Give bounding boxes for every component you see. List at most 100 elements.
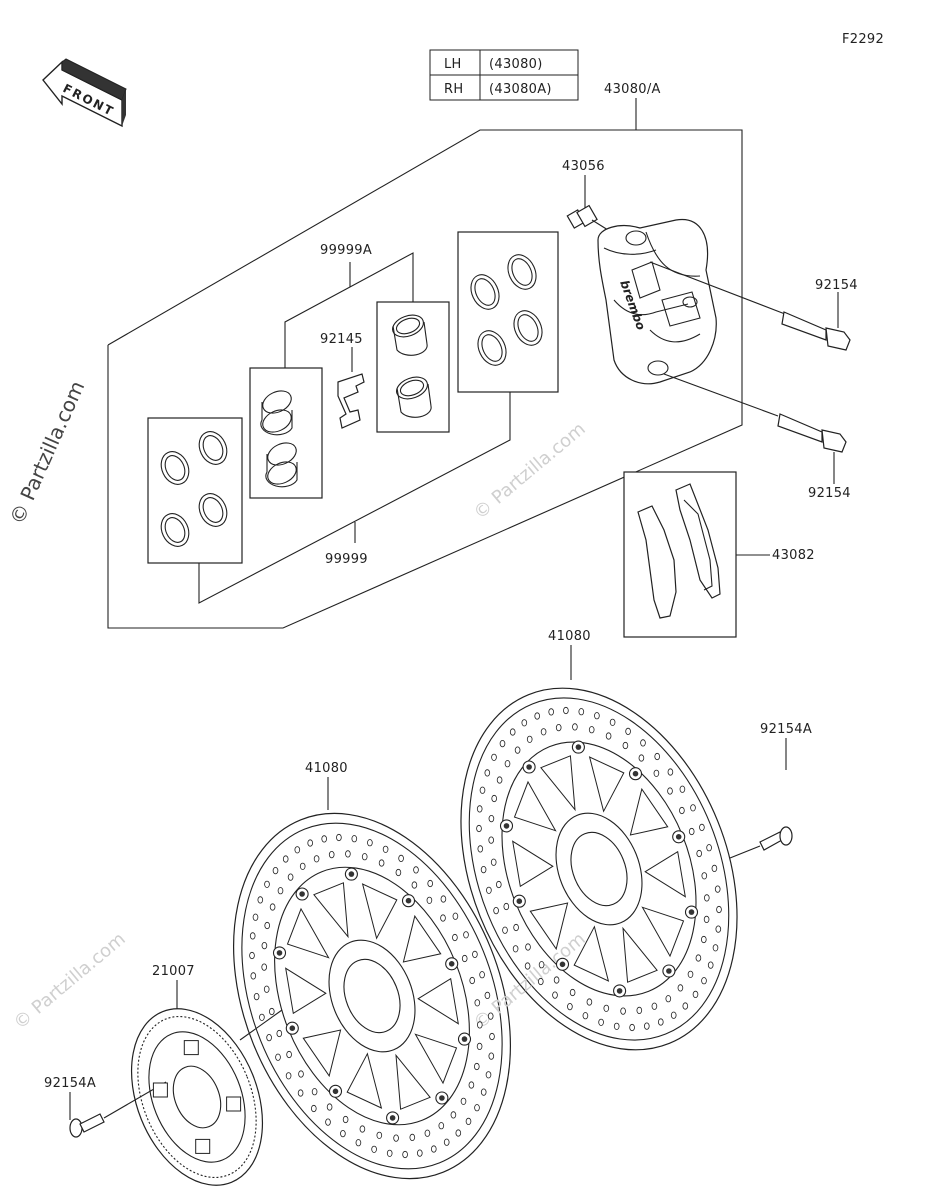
disc-right-hole xyxy=(701,977,707,985)
label-bolt-upper: 92154 xyxy=(815,278,858,293)
disc-right-hole xyxy=(555,723,562,732)
disc-left-hole xyxy=(452,933,458,942)
disc-left-hole xyxy=(264,880,270,888)
seal-rings-box-left xyxy=(147,417,243,564)
seal-rings-box-right xyxy=(457,231,559,393)
disc-left-hole xyxy=(474,999,481,1007)
disc-right-hole xyxy=(572,723,578,731)
disc-left-hole xyxy=(275,1053,281,1061)
disc-right-hole xyxy=(552,991,558,999)
disc-right-hole xyxy=(488,814,495,823)
disc-left-button-center xyxy=(405,897,412,904)
disc-left-hole xyxy=(440,914,446,922)
label-disc-left: 41080 xyxy=(305,761,348,776)
disc-left-hole xyxy=(277,887,284,895)
disc-left-hole xyxy=(264,921,271,930)
disc-left-hole xyxy=(336,833,342,842)
disc-left-hole xyxy=(472,950,478,959)
disc-left-hole xyxy=(276,1029,283,1038)
disc-left-hole xyxy=(371,1145,377,1153)
disc-right-hole xyxy=(476,805,483,813)
disc-right-hole xyxy=(688,827,695,836)
pad-spring: 92145 xyxy=(320,332,365,429)
seal-kit-a-bracket: 99999A xyxy=(284,243,414,368)
disc-left-hole xyxy=(253,992,260,1001)
disc-left-button-center xyxy=(299,891,305,897)
disc-right-hole xyxy=(651,1002,658,1010)
disc-right-hole xyxy=(712,944,719,952)
disc-left-hole xyxy=(378,859,385,867)
sensor-rotor-slot xyxy=(183,1040,199,1056)
pistons-box xyxy=(249,367,323,499)
disc-right-hole xyxy=(578,708,585,716)
disc-left-spoke xyxy=(395,1053,431,1110)
disc-left-hole xyxy=(409,1133,416,1142)
side-table-rh: RH xyxy=(444,82,463,97)
disc-right-hole xyxy=(537,977,544,986)
disc-right-spoke xyxy=(513,780,557,832)
disc-right-hole xyxy=(695,954,702,962)
disc-right-hole xyxy=(502,926,508,934)
disc-right-hole xyxy=(563,706,569,715)
disc-right-hole xyxy=(696,849,702,858)
disc-left-hole xyxy=(282,855,289,863)
disc-right-hole xyxy=(706,844,712,852)
disc-left-button-center xyxy=(332,1088,339,1095)
disc-right-button-center xyxy=(516,898,523,904)
disc-left-hole xyxy=(386,1149,393,1157)
disc-left-spoke xyxy=(302,1029,342,1078)
disc-right-hole xyxy=(605,732,612,740)
disc-right-hole xyxy=(526,735,533,743)
disc-left-spoke xyxy=(285,967,327,1015)
disc-right-hole xyxy=(594,712,600,720)
disc-left-hole xyxy=(487,1012,494,1020)
disc-right-hole xyxy=(682,1002,689,1010)
disc-right-hole xyxy=(640,739,646,747)
disc-right-hole xyxy=(638,754,645,762)
disc-right-hole xyxy=(609,718,616,726)
disc-left-hole xyxy=(285,1072,292,1080)
label-disc-right: 41080 xyxy=(548,629,591,644)
disc-left-hole xyxy=(413,866,419,874)
label-disc-bolt-left: 92154A xyxy=(44,1076,96,1091)
disc-right-hole xyxy=(513,923,519,932)
disc-right-hole xyxy=(524,962,531,970)
caliper-assembly-outline: 43080/A xyxy=(107,82,743,629)
disc-right-spoke xyxy=(529,902,569,951)
disc-left-hole xyxy=(328,850,335,859)
sensor-rotor-slot xyxy=(195,1138,211,1154)
watermark-faint-left: © Partzilla.com xyxy=(10,928,130,1033)
disc-right-hole xyxy=(703,894,710,902)
disc-right-spoke xyxy=(512,840,554,888)
disc-right-hole xyxy=(711,864,718,873)
disc-left-hole xyxy=(393,1134,399,1142)
disc-left-hole xyxy=(476,1021,483,1029)
disc-right-hole xyxy=(540,728,547,736)
disc-left-hole xyxy=(424,1129,431,1137)
side-table: LH (43080) RH (43080A) xyxy=(429,49,579,101)
side-table-lh: LH xyxy=(444,57,462,72)
sensor-rotor-slot xyxy=(226,1096,242,1112)
bolt-lower: 92154 xyxy=(663,373,851,501)
disc-right-hole xyxy=(690,804,696,812)
disc-left-button-center xyxy=(289,1025,296,1031)
disc-right-button-center xyxy=(632,770,639,777)
disc-left-hole xyxy=(485,1071,492,1079)
disc-right-hole xyxy=(657,1018,664,1026)
label-seal-kit: 99999 xyxy=(325,552,368,567)
disc-right-spoke xyxy=(644,850,686,898)
disc-left-hole xyxy=(298,1070,304,1078)
disc-left-hole xyxy=(376,1131,383,1139)
disc-left-hole xyxy=(263,985,270,993)
disc-right-hole xyxy=(603,1004,610,1012)
disc-left-hole xyxy=(488,1052,495,1060)
disc-left-hole xyxy=(480,1088,487,1096)
disc-left-hole xyxy=(310,1104,317,1113)
disc-right-hole xyxy=(567,1002,573,1011)
disc-left-hole xyxy=(325,1118,331,1126)
disc-left-hole xyxy=(450,1111,457,1119)
disc-right-hole xyxy=(538,961,545,969)
disc-left-hole xyxy=(427,879,434,888)
